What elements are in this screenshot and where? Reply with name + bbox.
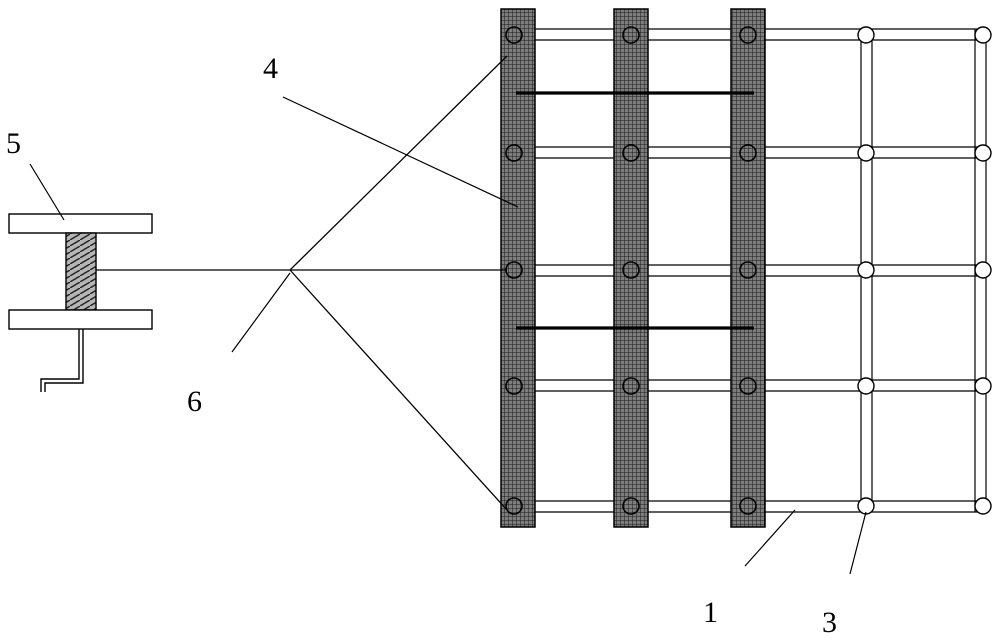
cable-upper [289,55,508,271]
tie-bars [516,91,754,330]
leader-1 [744,509,796,567]
winch-bottom-plate [8,309,153,330]
leader-3 [849,511,867,575]
leader-lines [29,96,867,575]
label-5: 5 [6,127,21,160]
mesh-strips [500,8,766,528]
mesh-strip-3 [730,8,766,528]
leader-6 [231,272,291,353]
mesh-strip-2 [613,8,649,528]
label-3: 3 [822,606,837,639]
cable-lower [289,269,508,511]
winch-drum [65,232,97,311]
label-4: 4 [263,52,278,85]
winch [8,213,153,392]
grid-nodes [857,26,992,515]
cables [96,55,508,511]
label-6: 6 [187,385,202,418]
mesh-nodes [505,26,757,515]
winch-top-plate [8,213,153,234]
label-1: 1 [703,596,718,629]
grid-vertical-bars [860,29,987,512]
leader-5 [29,163,65,221]
winch-crank [40,329,84,392]
leader-4 [282,96,519,208]
